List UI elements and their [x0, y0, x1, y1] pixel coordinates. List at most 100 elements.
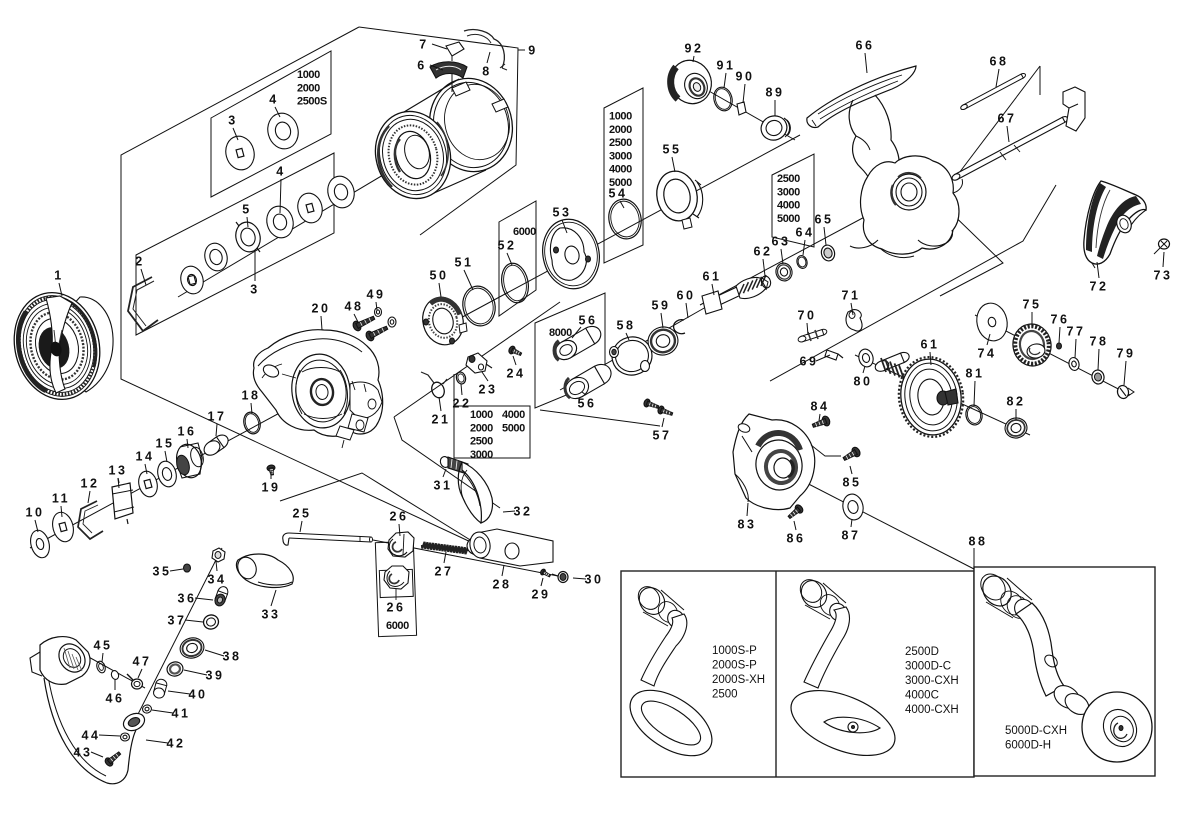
svg-text:34: 34 — [208, 573, 227, 587]
svg-text:4000: 4000 — [609, 164, 632, 176]
svg-text:14: 14 — [136, 450, 155, 464]
svg-text:87: 87 — [842, 529, 861, 543]
svg-text:5: 5 — [242, 203, 251, 217]
svg-text:4000: 4000 — [502, 409, 525, 421]
svg-text:8000: 8000 — [549, 327, 572, 339]
svg-text:56: 56 — [578, 397, 597, 411]
svg-text:84: 84 — [811, 400, 830, 414]
svg-text:24: 24 — [507, 367, 526, 381]
svg-text:4000-CXH: 4000-CXH — [905, 704, 959, 716]
svg-text:16: 16 — [178, 425, 197, 439]
svg-text:33: 33 — [262, 608, 281, 622]
svg-text:1000: 1000 — [297, 69, 320, 81]
svg-text:90: 90 — [736, 70, 755, 84]
svg-text:3000-CXH: 3000-CXH — [905, 675, 959, 687]
svg-text:91: 91 — [717, 59, 736, 73]
svg-text:5000: 5000 — [609, 177, 632, 189]
svg-text:45: 45 — [94, 639, 113, 653]
svg-text:86: 86 — [787, 532, 806, 546]
svg-text:4: 4 — [269, 93, 278, 107]
svg-text:39: 39 — [206, 669, 225, 683]
svg-text:2500: 2500 — [712, 689, 738, 701]
svg-text:53: 53 — [553, 206, 572, 220]
svg-text:54: 54 — [609, 187, 628, 201]
svg-text:30: 30 — [585, 573, 604, 587]
svg-text:19: 19 — [262, 481, 281, 495]
svg-text:89: 89 — [766, 86, 785, 100]
svg-text:59: 59 — [652, 299, 671, 313]
svg-text:52: 52 — [498, 239, 517, 253]
svg-text:5000: 5000 — [777, 213, 800, 225]
svg-text:22: 22 — [453, 397, 472, 411]
svg-text:1000: 1000 — [609, 111, 632, 123]
svg-text:40: 40 — [189, 688, 208, 702]
svg-text:56: 56 — [579, 314, 598, 328]
svg-text:46: 46 — [106, 692, 125, 706]
svg-text:4: 4 — [276, 165, 285, 179]
svg-text:63: 63 — [772, 235, 791, 249]
svg-text:3000: 3000 — [777, 186, 800, 198]
svg-text:37: 37 — [168, 614, 187, 628]
svg-text:10: 10 — [26, 506, 45, 520]
svg-text:2: 2 — [135, 255, 144, 269]
svg-text:3: 3 — [228, 114, 237, 128]
svg-text:64: 64 — [796, 226, 815, 240]
svg-text:9: 9 — [528, 44, 537, 58]
svg-text:1: 1 — [54, 269, 63, 283]
svg-text:76: 76 — [1051, 313, 1070, 327]
svg-text:38: 38 — [223, 650, 242, 664]
svg-text:85: 85 — [843, 476, 862, 490]
svg-text:67: 67 — [998, 112, 1017, 126]
svg-text:42: 42 — [167, 737, 186, 751]
svg-text:17: 17 — [208, 410, 227, 424]
svg-text:2500S: 2500S — [297, 96, 327, 108]
svg-text:15: 15 — [156, 437, 175, 451]
svg-text:71: 71 — [842, 289, 861, 303]
svg-text:7: 7 — [419, 38, 428, 52]
svg-text:6000D-H: 6000D-H — [1005, 740, 1051, 752]
svg-text:75: 75 — [1023, 298, 1042, 312]
svg-text:69: 69 — [800, 355, 819, 369]
svg-text:81: 81 — [966, 367, 985, 381]
svg-text:77: 77 — [1067, 325, 1086, 339]
svg-text:11: 11 — [52, 492, 70, 506]
svg-text:36: 36 — [178, 592, 197, 606]
svg-text:41: 41 — [172, 707, 191, 721]
svg-text:26: 26 — [390, 510, 409, 524]
svg-text:57: 57 — [653, 429, 672, 443]
svg-text:2500: 2500 — [609, 137, 632, 149]
svg-text:21: 21 — [432, 413, 451, 427]
svg-text:4000C: 4000C — [905, 690, 939, 702]
svg-text:5000D-CXH: 5000D-CXH — [1005, 725, 1067, 737]
svg-text:72: 72 — [1090, 280, 1109, 294]
svg-text:79: 79 — [1117, 347, 1136, 361]
svg-text:55: 55 — [663, 143, 682, 157]
svg-text:27: 27 — [435, 565, 454, 579]
svg-text:13: 13 — [109, 464, 128, 478]
svg-text:51: 51 — [455, 256, 474, 270]
svg-text:6000: 6000 — [386, 620, 409, 632]
svg-text:61: 61 — [921, 338, 940, 352]
svg-text:2000: 2000 — [609, 124, 632, 136]
svg-text:82: 82 — [1007, 395, 1026, 409]
svg-text:4000: 4000 — [777, 200, 800, 212]
svg-text:62: 62 — [754, 245, 773, 259]
svg-text:2000: 2000 — [297, 82, 320, 94]
svg-text:18: 18 — [242, 389, 261, 403]
svg-text:6000: 6000 — [513, 226, 536, 238]
svg-text:31: 31 — [434, 479, 453, 493]
svg-text:2500D: 2500D — [905, 646, 939, 658]
svg-text:78: 78 — [1090, 335, 1109, 349]
svg-text:3000: 3000 — [609, 150, 632, 162]
svg-text:47: 47 — [133, 655, 152, 669]
svg-text:65: 65 — [815, 213, 834, 227]
svg-text:3: 3 — [250, 283, 259, 297]
svg-text:20: 20 — [312, 302, 331, 316]
svg-text:6: 6 — [417, 59, 426, 73]
svg-text:74: 74 — [978, 347, 997, 361]
svg-text:1000: 1000 — [470, 409, 493, 421]
svg-text:50: 50 — [430, 269, 449, 283]
svg-text:49: 49 — [367, 288, 386, 302]
svg-text:44: 44 — [82, 729, 101, 743]
svg-text:66: 66 — [856, 39, 875, 53]
